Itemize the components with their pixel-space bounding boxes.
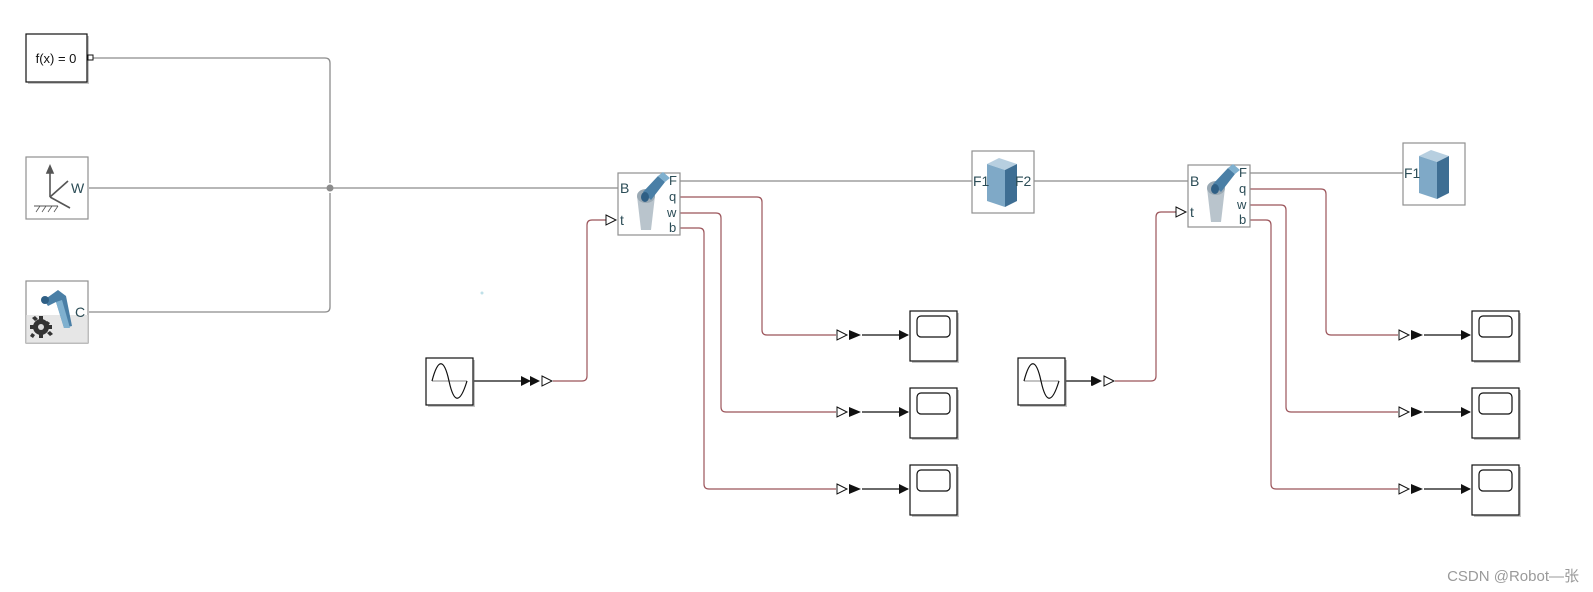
scope-block-1[interactable]: [909, 310, 959, 363]
line-config-to-bus[interactable]: [89, 193, 331, 313]
world-port-label: W: [71, 180, 85, 196]
ps-simulink-converter-5[interactable]: [1398, 406, 1423, 418]
line-sine2-to-joint2-t[interactable]: [1115, 211, 1176, 382]
scope-block-5[interactable]: [1471, 387, 1521, 440]
ps-simulink-converter-1[interactable]: [836, 329, 861, 341]
revolute-joint-icon: [637, 172, 670, 230]
scope-screen-icon: [1478, 315, 1513, 338]
sine-wave-block-1[interactable]: [425, 357, 475, 407]
solid-block-1[interactable]: F1 F2: [971, 150, 1035, 214]
solid-block-2[interactable]: F1: [1402, 142, 1466, 206]
scope-block-4[interactable]: [1471, 310, 1521, 363]
joint1-port-b: b: [669, 220, 676, 235]
ps-simulink-converter-6[interactable]: [1398, 483, 1423, 495]
line-joint1-b-to-scope3[interactable]: [680, 227, 836, 490]
joint2-port-B: B: [1190, 173, 1199, 189]
line-joint1-w-to-scope2[interactable]: [680, 212, 836, 413]
line-solver-to-bus[interactable]: [91, 57, 331, 183]
line-joint2-q-to-scope4[interactable]: [1250, 188, 1398, 336]
solid-brick-icon: [1419, 150, 1449, 199]
scope-blocks: [909, 310, 1521, 517]
solver-configuration-block[interactable]: f(x) = 0: [25, 33, 94, 84]
signal-connections: [553, 188, 1398, 490]
simulink-ps-converter-2[interactable]: [1092, 375, 1116, 387]
scope-block-2[interactable]: [909, 387, 959, 440]
scope-screen-icon: [1478, 392, 1513, 415]
joint2-t-input-arrow: [1175, 206, 1188, 218]
solver-label: f(x) = 0: [36, 51, 77, 66]
revolute-joint-block-1[interactable]: B t F q w b: [605, 172, 681, 236]
line-joint1-q-to-scope1[interactable]: [680, 196, 836, 336]
world-frame-block[interactable]: W: [25, 156, 89, 220]
solid1-port-F1: F1: [973, 173, 990, 189]
scope-screen-icon: [916, 469, 951, 492]
joint1-port-B: B: [620, 180, 629, 196]
scope-screen-icon: [1478, 469, 1513, 492]
converter-blocks: [530, 329, 1423, 495]
solid1-port-F2: F2: [1015, 173, 1032, 189]
mechanism-configuration-block[interactable]: C: [25, 280, 89, 344]
joint1-port-t: t: [620, 212, 624, 228]
config-port-label: C: [75, 304, 85, 320]
sine-wave-block-2[interactable]: [1017, 357, 1067, 407]
scope-block-3[interactable]: [909, 464, 959, 517]
gear-icon: [30, 316, 53, 338]
joint2-port-F: F: [1239, 165, 1247, 180]
canvas-dot: [480, 291, 484, 295]
world-frame-icon: [34, 163, 71, 213]
joint2-port-t: t: [1190, 204, 1194, 220]
scope-screen-icon: [916, 392, 951, 415]
simulink-signals: [474, 330, 1471, 494]
joint1-port-w: w: [666, 205, 677, 220]
ps-simulink-converter-3[interactable]: [836, 483, 861, 495]
physical-connections: [89, 57, 1403, 313]
line-joint2-b-to-scope6[interactable]: [1250, 219, 1398, 490]
robot-arm-icon: [41, 290, 72, 328]
joint2-port-q: q: [1239, 181, 1246, 196]
scope-block-6[interactable]: [1471, 464, 1521, 517]
ps-simulink-converter-4[interactable]: [1398, 329, 1423, 341]
revolute-joint-icon: [1207, 164, 1240, 222]
ps-simulink-converter-2[interactable]: [836, 406, 861, 418]
line-joint2-w-to-scope5[interactable]: [1250, 204, 1398, 413]
solid2-port-F1: F1: [1404, 165, 1421, 181]
solid-brick-icon: [987, 158, 1017, 207]
branch-point: [326, 184, 334, 192]
line-sine1-to-joint1-t[interactable]: [553, 219, 606, 382]
joint2-port-b: b: [1239, 212, 1246, 227]
simulink-ps-converter-1[interactable]: [530, 375, 554, 387]
scope-screen-icon: [916, 315, 951, 338]
revolute-joint-block-2[interactable]: B t F q w b: [1175, 164, 1251, 228]
joint1-port-F: F: [669, 173, 677, 188]
watermark: CSDN @Robot—张: [1447, 568, 1579, 585]
joint1-t-input-arrow: [605, 214, 618, 226]
joint1-port-q: q: [669, 189, 676, 204]
joint2-port-w: w: [1236, 197, 1247, 212]
